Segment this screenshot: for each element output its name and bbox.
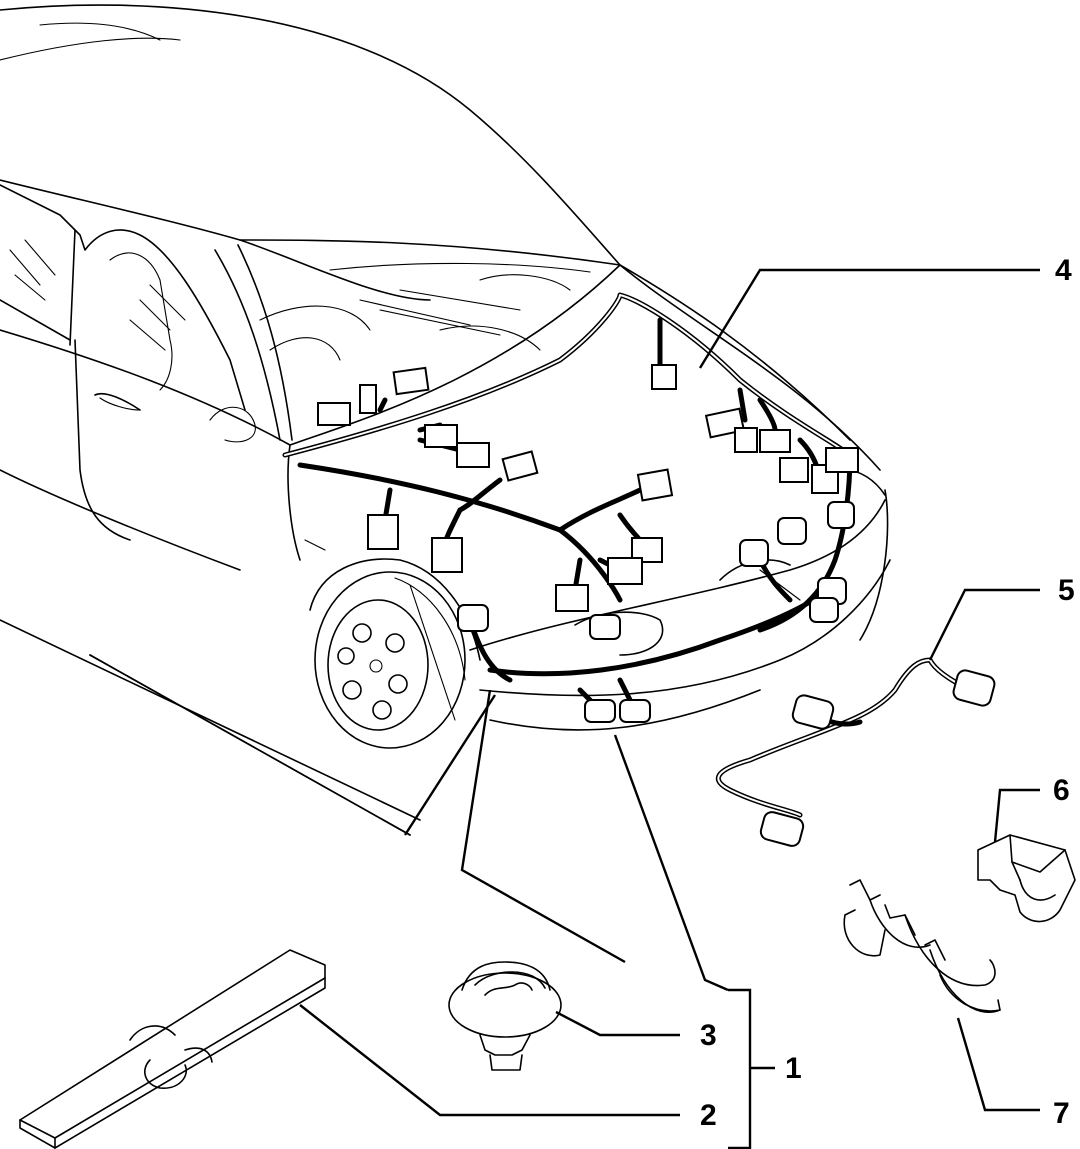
front-wiring-harness bbox=[282, 292, 859, 723]
callout-1: 1 bbox=[785, 1052, 802, 1085]
front-wheel bbox=[314, 571, 466, 749]
double-harness-clip bbox=[843, 879, 1001, 1013]
harness-clip bbox=[977, 834, 1076, 923]
callout-7: 7 bbox=[1053, 1097, 1070, 1130]
callout-6: 6 bbox=[1053, 774, 1070, 807]
push-fastener bbox=[448, 961, 562, 1071]
fog-lamp-harness bbox=[716, 657, 996, 847]
callout-labels: 4 5 6 7 3 2 1 bbox=[700, 254, 1075, 1132]
callout-4: 4 bbox=[1055, 254, 1072, 287]
callout-2: 2 bbox=[700, 1099, 717, 1132]
cable-channel bbox=[19, 949, 326, 1149]
car-body bbox=[0, 4, 891, 836]
leader-lines bbox=[299, 268, 1040, 1149]
callout-5: 5 bbox=[1058, 574, 1075, 607]
callout-3: 3 bbox=[700, 1019, 717, 1052]
